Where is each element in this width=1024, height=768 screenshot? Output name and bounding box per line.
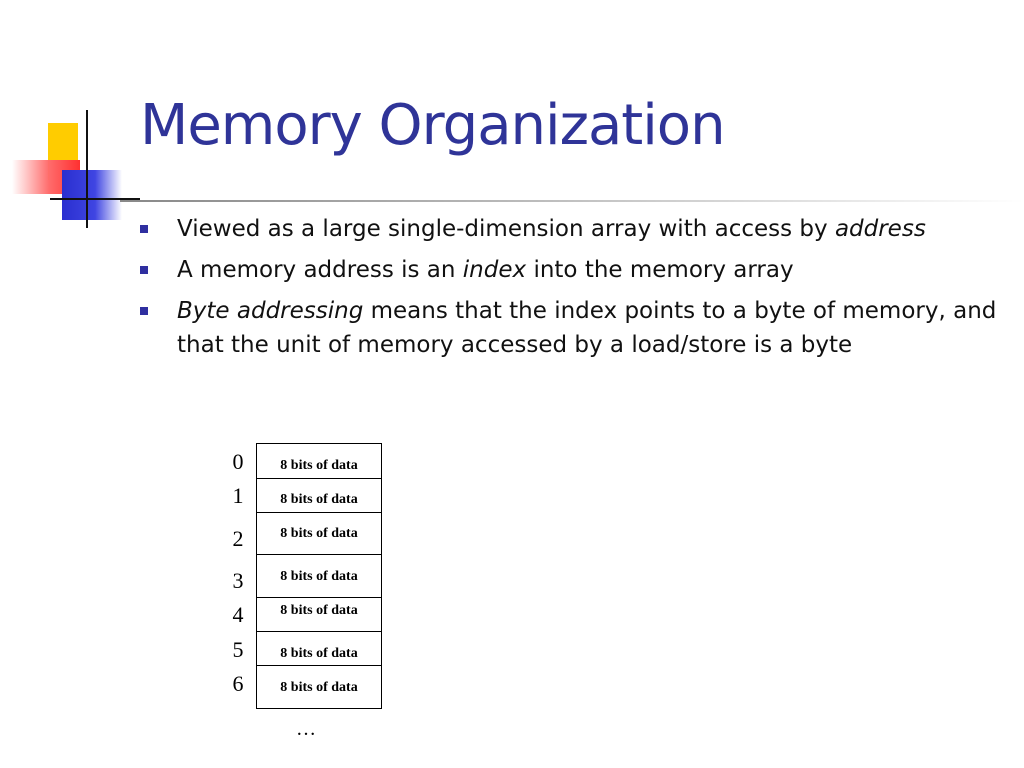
bullet-item: A memory address is an index into the me… bbox=[140, 253, 1010, 287]
bullet-list: Viewed as a large single-dimension array… bbox=[140, 212, 1010, 369]
address-label: 3 bbox=[232, 568, 244, 593]
address-label: 4 bbox=[232, 602, 244, 627]
memory-cell-label: 8 bits of data bbox=[280, 680, 358, 695]
memory-cell-label: 8 bits of data bbox=[280, 492, 358, 507]
corner-decoration bbox=[0, 0, 140, 240]
memory-cell-label: 8 bits of data bbox=[280, 458, 358, 473]
memory-cell: 8 bits of data bbox=[256, 554, 382, 597]
bullet-item: Viewed as a large single-dimension array… bbox=[140, 212, 1010, 246]
memory-cell: 8 bits of data bbox=[256, 597, 382, 631]
blue-square-shape bbox=[62, 170, 122, 220]
bullet-text: means that the index points to a byte of… bbox=[177, 298, 997, 358]
square-bullet-icon bbox=[140, 266, 148, 274]
slide-title: Memory Organization bbox=[140, 93, 726, 158]
memory-cell-label: 8 bits of data bbox=[280, 646, 358, 661]
memory-cell: 8 bits of data bbox=[256, 478, 382, 512]
horizontal-line-shape bbox=[50, 198, 140, 200]
memory-cell: 8 bits of data bbox=[256, 631, 382, 665]
bullet-emphasis: Byte addressing bbox=[177, 298, 364, 324]
title-underline bbox=[120, 200, 1024, 202]
vertical-line-shape bbox=[86, 110, 88, 228]
bullet-emphasis: index bbox=[462, 257, 527, 283]
bullet-text: A memory address is an bbox=[177, 257, 463, 283]
memory-cell: 8 bits of data bbox=[256, 665, 382, 708]
memory-cell: 8 bits of data bbox=[256, 512, 382, 554]
bullet-text: into the memory array bbox=[526, 257, 794, 283]
memory-cell-label: 8 bits of data bbox=[280, 603, 358, 618]
bullet-item: Byte addressing means that the index poi… bbox=[140, 294, 1010, 362]
bullet-emphasis: address bbox=[834, 216, 926, 242]
memory-array-bottom-edge bbox=[256, 708, 382, 709]
address-label: 2 bbox=[232, 526, 244, 551]
square-bullet-icon bbox=[140, 225, 148, 233]
address-label: 6 bbox=[232, 671, 244, 696]
continuation-ellipsis: … bbox=[296, 718, 317, 740]
memory-cell-label: 8 bits of data bbox=[280, 569, 358, 584]
address-label: 0 bbox=[232, 449, 244, 474]
address-label: 5 bbox=[232, 637, 244, 662]
square-bullet-icon bbox=[140, 307, 148, 315]
address-label: 1 bbox=[232, 483, 244, 508]
memory-cell-label: 8 bits of data bbox=[280, 526, 358, 541]
memory-cell: 8 bits of data bbox=[256, 443, 382, 478]
bullet-text: Viewed as a large single-dimension array… bbox=[177, 216, 835, 242]
